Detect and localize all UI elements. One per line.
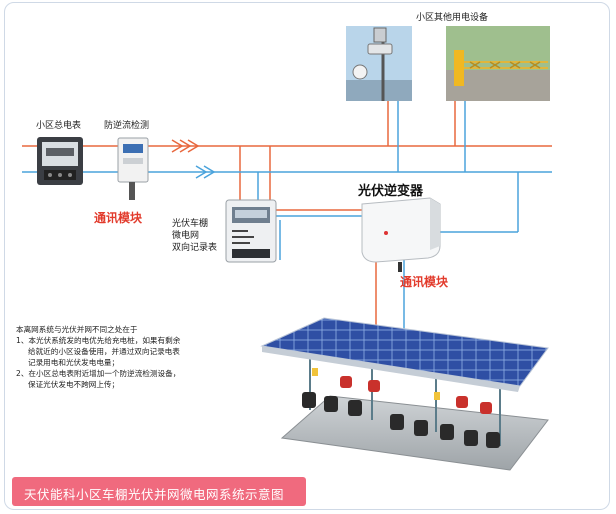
- pv-inverter-label: 光伏逆变器: [358, 184, 424, 199]
- diagram-title: 天伏能科小区车棚光伏并网微电网系统示意图: [24, 487, 285, 502]
- anti-backflow-detector-label: 防逆流检测: [104, 121, 150, 131]
- community-main-meter-image: [37, 137, 83, 185]
- community-other-devices-label: 小区其他用电设备: [416, 13, 489, 23]
- carport-meter-label-line1: 光伏车棚: [172, 219, 209, 229]
- pv-inverter-image: [361, 197, 441, 272]
- blue-bus-line: [22, 100, 552, 330]
- community-main-meter-label: 小区总电表: [36, 121, 82, 131]
- notes-line: 2、在小区总电表附近增加一个防逆流检测设备，: [16, 369, 181, 378]
- notes-line: 保证光伏发电不跨网上传；: [28, 380, 120, 389]
- blue-flow-arrows: [195, 165, 216, 179]
- solar-carport-image: [260, 317, 549, 471]
- notes-line: 1、本光伏系统发的电优先给充电桩，如果有剩余: [16, 336, 181, 345]
- notes-line: 记录用电和光伏发电电量；: [28, 358, 120, 367]
- system-notes: 本离网系统与光伏并网不同之处在于 1、本光伏系统发的电优先给充电桩，如果有剩余 …: [16, 324, 266, 390]
- notes-line: 本离网系统与光伏并网不同之处在于: [16, 325, 138, 334]
- bidirectional-meter-image: [225, 199, 277, 263]
- diagram-title-banner: 天伏能科小区车棚光伏并网微电网系统示意图: [12, 477, 306, 506]
- comm-module-left-label: 通讯模块: [94, 211, 143, 225]
- barrier-gate-photo: [446, 26, 550, 101]
- red-bus-line: [22, 100, 552, 330]
- anti-backflow-detector-image: [117, 137, 149, 200]
- red-flow-arrows: [171, 139, 200, 153]
- carport-meter-label-line3: 双向记录表: [172, 243, 218, 253]
- camera-pole-photo: [346, 26, 412, 101]
- comm-module-right-label: 通讯模块: [400, 275, 449, 289]
- electric-scooters: [302, 368, 500, 448]
- carport-meter-label-line2: 微电网: [172, 231, 200, 241]
- diagram-frame: [4, 2, 610, 510]
- notes-line: 给就近的小区设备使用，并通过双向记录电表: [28, 347, 180, 356]
